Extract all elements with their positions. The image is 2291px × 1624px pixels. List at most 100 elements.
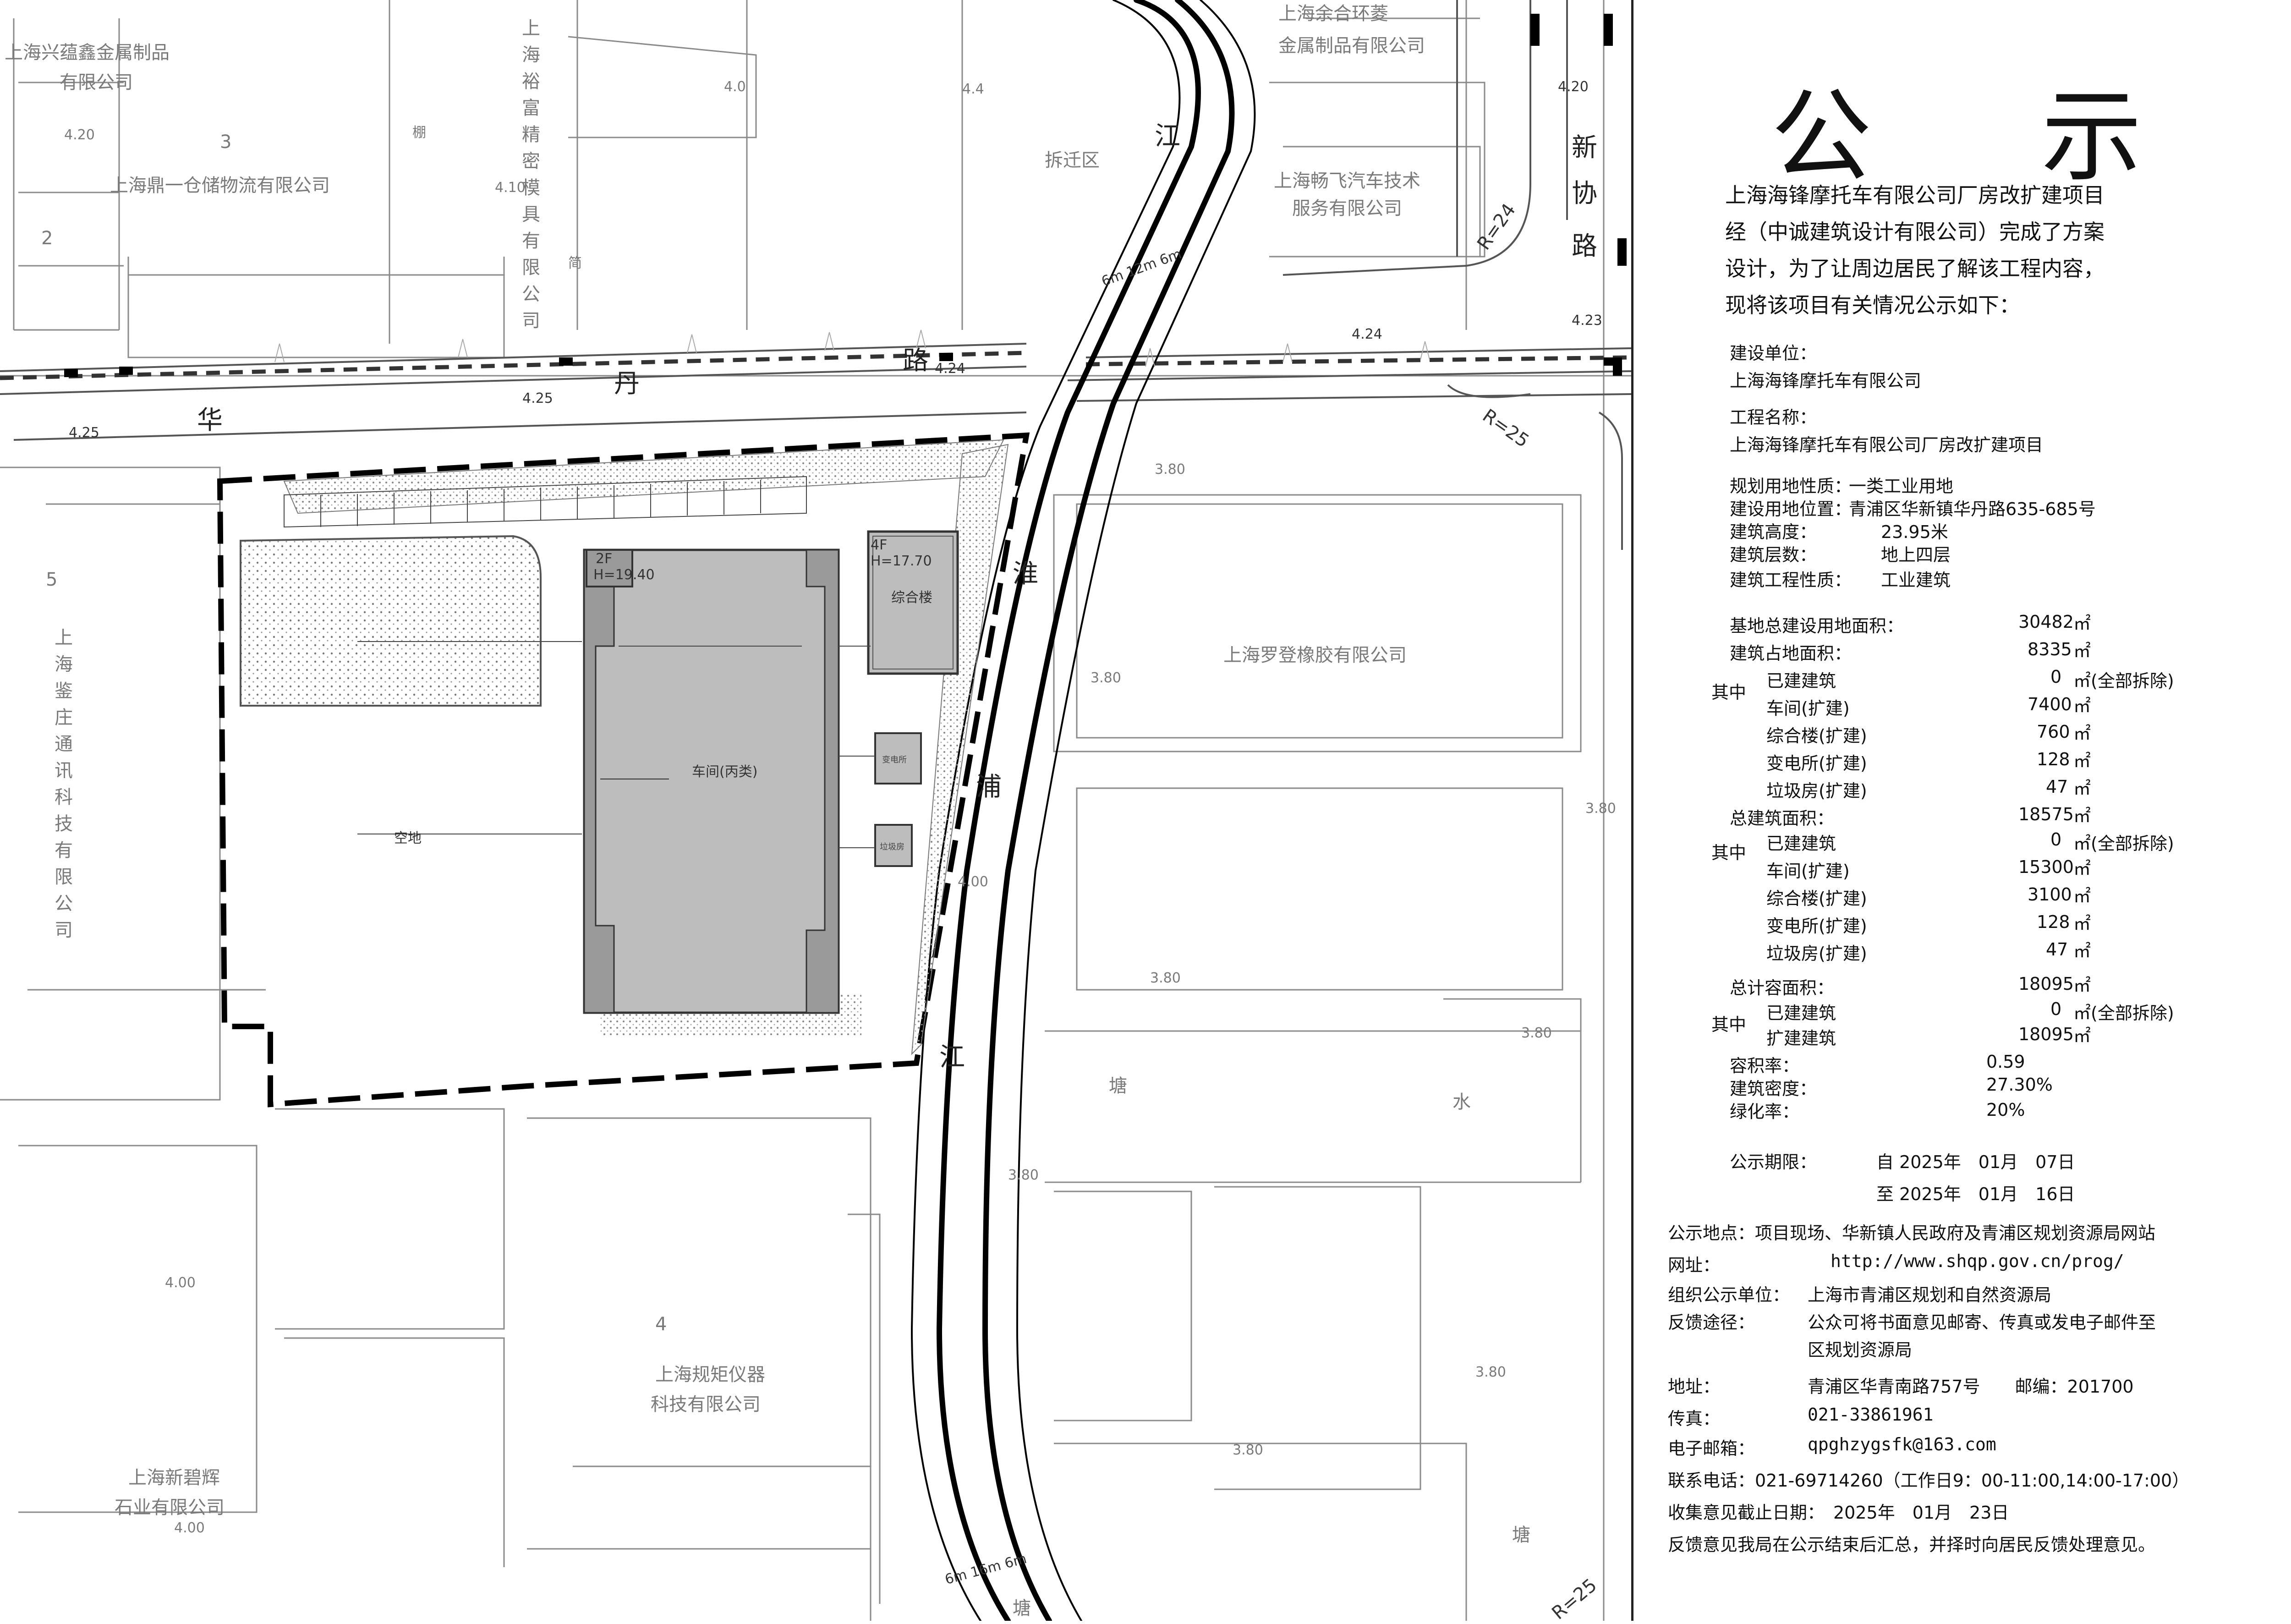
footprint-garbage-unit: ㎡ bbox=[2073, 779, 2091, 799]
spec-location-label: 建设用地位置： bbox=[1730, 499, 1852, 519]
total-workshop-label: 车间(扩建) bbox=[1766, 861, 1850, 881]
spec-height-label: 建筑高度： bbox=[1730, 522, 1817, 542]
substation-label: 变电所 bbox=[882, 755, 907, 765]
project-value: 上海海锋摩托车有限公司厂房改扩建项目 bbox=[1730, 435, 2044, 455]
office-floors-label: 4F bbox=[871, 537, 888, 553]
intro-line-4: 现将该项目有关情况公示如下： bbox=[1725, 293, 2020, 318]
address-label: 地址： bbox=[1668, 1377, 1721, 1397]
total-of-which: 其中 bbox=[1711, 843, 1747, 863]
elevation-400-c: 4.00 bbox=[958, 874, 988, 890]
road-label-hua: 华 bbox=[197, 406, 223, 435]
elevation-425: 4.25 bbox=[522, 390, 553, 406]
intro-line-3: 设计，为了让周边居民了解该工程内容， bbox=[1725, 256, 2105, 281]
plot-ratio-label: 容积率： bbox=[1730, 1056, 1800, 1076]
road-label-xie: 协 bbox=[1572, 179, 1597, 208]
total-substation-label: 变电所(扩建) bbox=[1766, 916, 1867, 936]
water-label: 水 bbox=[1452, 1092, 1471, 1113]
spec-floors-value: 地上四层 bbox=[1881, 545, 1951, 565]
far-area-unit: ㎡ bbox=[2073, 976, 2091, 996]
company-guiju: 上海规矩仪器 bbox=[655, 1364, 765, 1385]
vacant-land-label: 空地 bbox=[394, 830, 422, 846]
far-area-value: 18095 bbox=[2018, 974, 2074, 994]
total-office-unit: ㎡ bbox=[2073, 886, 2091, 906]
far-area-label: 总计容面积： bbox=[1730, 978, 1835, 998]
total-substation-value: 128 bbox=[2037, 912, 2070, 932]
footprint-existing-unit: ㎡(全部拆除) bbox=[2073, 671, 2174, 691]
spec-nature-label: 建筑工程性质： bbox=[1730, 570, 1852, 590]
elevation-380-b: 3.80 bbox=[1091, 670, 1121, 686]
site-area-value: 30482 bbox=[2018, 612, 2074, 632]
company-dingyicang: 上海鼎一仓储物流有限公司 bbox=[110, 175, 330, 196]
parcel-number-2: 2 bbox=[41, 228, 53, 249]
pond-label-3: 塘 bbox=[1013, 1598, 1031, 1619]
river-label-huai: 淮 bbox=[1013, 559, 1038, 589]
email-value[interactable]: qpghzygsfk@163.com bbox=[1808, 1434, 1996, 1454]
company-chehehuan: 上海余合环菱 bbox=[1278, 3, 1388, 24]
site-area-label: 基地总建设用地面积： bbox=[1730, 616, 1904, 636]
total-substation-unit: ㎡ bbox=[2073, 914, 2091, 934]
spec-nature-value: 工业建筑 bbox=[1881, 570, 1951, 590]
density-label: 建筑密度： bbox=[1730, 1079, 1817, 1099]
footprint-substation-label: 变电所(扩建) bbox=[1766, 753, 1867, 774]
organizer-value: 上海市青浦区规划和自然资源局 bbox=[1808, 1285, 2052, 1305]
intro-line-2: 经（中诚建筑设计有限公司）完成了方案 bbox=[1725, 219, 2105, 244]
footprint-office-value: 760 bbox=[2037, 722, 2070, 742]
footprint-label: 建筑占地面积： bbox=[1730, 643, 1852, 664]
elevation-380-f: 3.80 bbox=[1008, 1167, 1039, 1183]
river-label-jiang-top: 江 bbox=[1155, 121, 1180, 151]
project-label: 工程名称： bbox=[1730, 407, 1817, 428]
total-office-value: 3100 bbox=[2028, 884, 2072, 905]
footprint-of-which: 其中 bbox=[1711, 682, 1747, 702]
website-link[interactable]: http://www.shqp.gov.cn/prog/ bbox=[1831, 1251, 2124, 1271]
spec-floors-label: 建筑层数： bbox=[1730, 545, 1817, 565]
garbage-room-label: 垃圾房 bbox=[880, 842, 904, 852]
small-building-floors-label: 2F bbox=[596, 551, 613, 567]
period-label: 公示期限： bbox=[1730, 1152, 1817, 1172]
company-xinbihui-2: 石业有限公司 bbox=[115, 1497, 225, 1518]
total-area-label: 总建筑面积： bbox=[1730, 808, 1835, 828]
spec-land-use-label: 规划用地性质： bbox=[1730, 476, 1852, 496]
total-existing-value: 0 bbox=[2050, 829, 2062, 850]
elevation-380-h: 3.80 bbox=[1233, 1442, 1263, 1458]
total-garbage-label: 垃圾房(扩建) bbox=[1766, 944, 1867, 964]
elevation-380-a: 3.80 bbox=[1155, 461, 1185, 477]
notice-location: 公示地点：项目现场、华新镇人民政府及青浦区规划资源局网站 bbox=[1668, 1223, 2156, 1243]
feedback-label: 反馈途径： bbox=[1668, 1312, 1755, 1333]
company-xingyunxin: 上海兴蕴鑫金属制品 bbox=[5, 42, 170, 63]
notice-title: 公 示 bbox=[1771, 78, 2211, 195]
pond-label-1: 塘 bbox=[1109, 1075, 1127, 1097]
total-garbage-unit: ㎡ bbox=[2073, 941, 2091, 961]
total-office-label: 综合楼(扩建) bbox=[1766, 889, 1867, 909]
elevation-380-e: 3.80 bbox=[1521, 1025, 1552, 1041]
elevation-380-d: 3.80 bbox=[1150, 970, 1181, 986]
address-value: 青浦区华青南路757号 邮编：201700 bbox=[1808, 1377, 2134, 1397]
site-plan-map: 上海兴蕴鑫金属制品 有限公司 上海鼎一仓储物流有限公司 上海裕富精密模具有限公司… bbox=[0, 0, 1631, 1624]
elevation-40: 4.0 bbox=[724, 79, 746, 95]
fax-label: 传真： bbox=[1668, 1409, 1721, 1429]
footprint-substation-value: 128 bbox=[2037, 749, 2070, 769]
elevation-420: 4.20 bbox=[64, 127, 95, 143]
plot-ratio-value: 0.59 bbox=[1986, 1052, 2025, 1072]
total-area-unit: ㎡ bbox=[2073, 806, 2091, 826]
notice-panel: 公 示 上海海锋摩托车有限公司厂房改扩建项目 经（中诚建筑设计有限公司）完成了方… bbox=[1631, 0, 2291, 1621]
far-expansion-value: 18095 bbox=[2018, 1024, 2074, 1044]
elevation-420-east: 4.20 bbox=[1558, 79, 1589, 95]
parcel-number-4: 4 bbox=[655, 1314, 667, 1335]
far-existing-unit: ㎡(全部拆除) bbox=[2073, 1003, 2174, 1023]
footprint-workshop-label: 车间(扩建) bbox=[1766, 698, 1850, 719]
density-value: 27.30% bbox=[1986, 1075, 2053, 1095]
footprint-workshop-value: 7400 bbox=[2028, 694, 2072, 714]
demolition-zone-label: 拆迁区 bbox=[1045, 150, 1100, 171]
workshop-label: 车间(丙类) bbox=[692, 764, 758, 780]
green-ratio-label: 绿化率： bbox=[1730, 1102, 1800, 1122]
elevation-424-road: 4.24 bbox=[935, 361, 965, 377]
spec-location-value: 青浦区华新镇华丹路635-685号 bbox=[1849, 499, 2096, 519]
company-yufu: 上海裕富精密模具有限公司 bbox=[519, 18, 540, 337]
site-area-unit: ㎡ bbox=[2073, 614, 2091, 634]
total-existing-unit: ㎡(全部拆除) bbox=[2073, 834, 2174, 854]
company-luodeng: 上海罗登橡胶有限公司 bbox=[1223, 645, 1407, 666]
email-label: 电子邮箱： bbox=[1668, 1438, 1755, 1459]
company-changfei-2: 服务有限公司 bbox=[1292, 198, 1402, 219]
company-jianzhuang: 上海鉴庄通讯科技有限公司 bbox=[51, 628, 72, 947]
feedback-line-1: 公众可将书面意见邮寄、传真或发电子邮件至 bbox=[1808, 1312, 2156, 1333]
